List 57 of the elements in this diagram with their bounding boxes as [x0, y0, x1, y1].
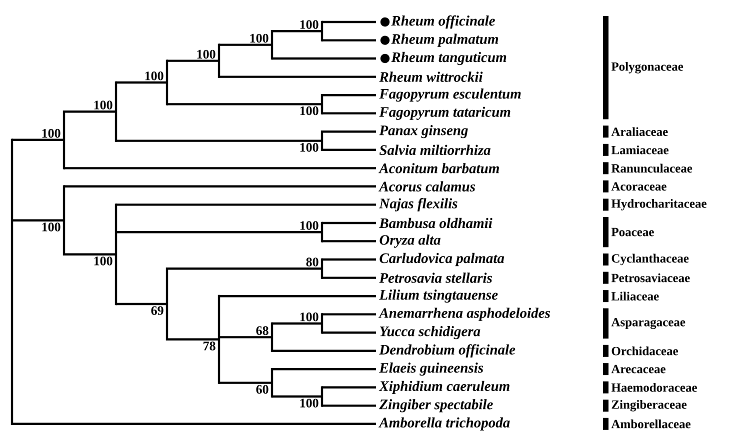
- bootstrap-value: 100: [300, 398, 318, 408]
- species-name: Dendrobium officinale: [379, 344, 516, 358]
- species-name: Acorus calamus: [378, 181, 476, 192]
- bootstrap-value: 100: [197, 50, 216, 59]
- species-name: Fagopyrum esculentum: [379, 88, 521, 102]
- bootstrap-value: 100: [300, 221, 318, 230]
- species-name: Aconitum barbatum: [378, 163, 499, 174]
- bootstrap-value: 100: [300, 312, 318, 322]
- bootstrap-value: 100: [300, 106, 318, 116]
- species-name: Salvia miltiorrhiza: [379, 144, 490, 155]
- family-name: Polygonaceae: [611, 62, 684, 74]
- bootstrap-value: 80: [306, 258, 318, 266]
- species-name: Oryza alta: [380, 234, 440, 248]
- bootstrap-value: 100: [250, 34, 268, 43]
- bootstrap-value: 68: [256, 326, 268, 335]
- bootstrap-value: 100: [145, 72, 164, 80]
- family-name: Orchidaceae: [612, 346, 678, 356]
- family-name: Poaceae: [611, 228, 654, 236]
- species-name: Elaeis guineensis: [379, 362, 484, 376]
- family-name: Haemodoraceae: [611, 383, 697, 392]
- species-name: Petrosavia stellaris: [379, 272, 492, 283]
- bootstrap-value: 60: [256, 385, 268, 394]
- family-name: Acoraceae: [611, 182, 666, 191]
- bootstrap-value: 100: [300, 20, 318, 29]
- species-name: Rheum tanguticum: [391, 52, 506, 66]
- family-name: Cyclanthaceae: [612, 254, 689, 266]
- species-name: Carludovica palmata: [380, 252, 504, 266]
- species-name: Rheum palmatum: [391, 34, 498, 47]
- species-name: Panax ginseng: [379, 125, 468, 138]
- species-name: Amborella trichopoda: [378, 417, 510, 430]
- bootstrap-value: 100: [94, 256, 112, 266]
- species-name: Bambusa oldhamii: [379, 218, 492, 228]
- bootstrap-value: 100: [42, 222, 60, 232]
- bootstrap-value: 100: [42, 128, 60, 138]
- family-name: Lamiaceae: [611, 146, 668, 154]
- bootstrap-value: 100: [300, 143, 318, 152]
- species-name: Yucca schidigera: [380, 326, 480, 340]
- family-name: Arecaceae: [611, 364, 666, 374]
- bootstrap-value: 78: [204, 342, 216, 350]
- family-name: Amborellaceae: [611, 420, 690, 428]
- family-name: Hydrocharitaceae: [611, 199, 706, 210]
- species-name: Lilium tsingtauense: [379, 290, 498, 303]
- species-name: Anemarrhena asphodeloides: [378, 308, 550, 321]
- species-name: Zingiber spectabile: [379, 399, 493, 412]
- bootstrap-value: 69: [151, 306, 164, 315]
- species-name: Najas flexilis: [379, 198, 458, 212]
- family-name: Ranunculaceae: [611, 164, 692, 173]
- family-name: Asparagaceae: [611, 318, 686, 329]
- family-name: Liliaceae: [611, 292, 659, 300]
- family-name: Petrosaviaceae: [611, 273, 690, 282]
- species-name: Fagopyrum tataricum: [379, 106, 510, 120]
- species-name: Rheum officinale: [391, 15, 495, 29]
- family-name: Araliaceae: [611, 127, 668, 136]
- bootstrap-value: 100: [94, 100, 112, 110]
- family-name: Zingiberaceae: [612, 400, 687, 412]
- species-name: Rheum wittrockii: [379, 72, 483, 82]
- species-name: Xiphidium caeruleum: [378, 380, 510, 394]
